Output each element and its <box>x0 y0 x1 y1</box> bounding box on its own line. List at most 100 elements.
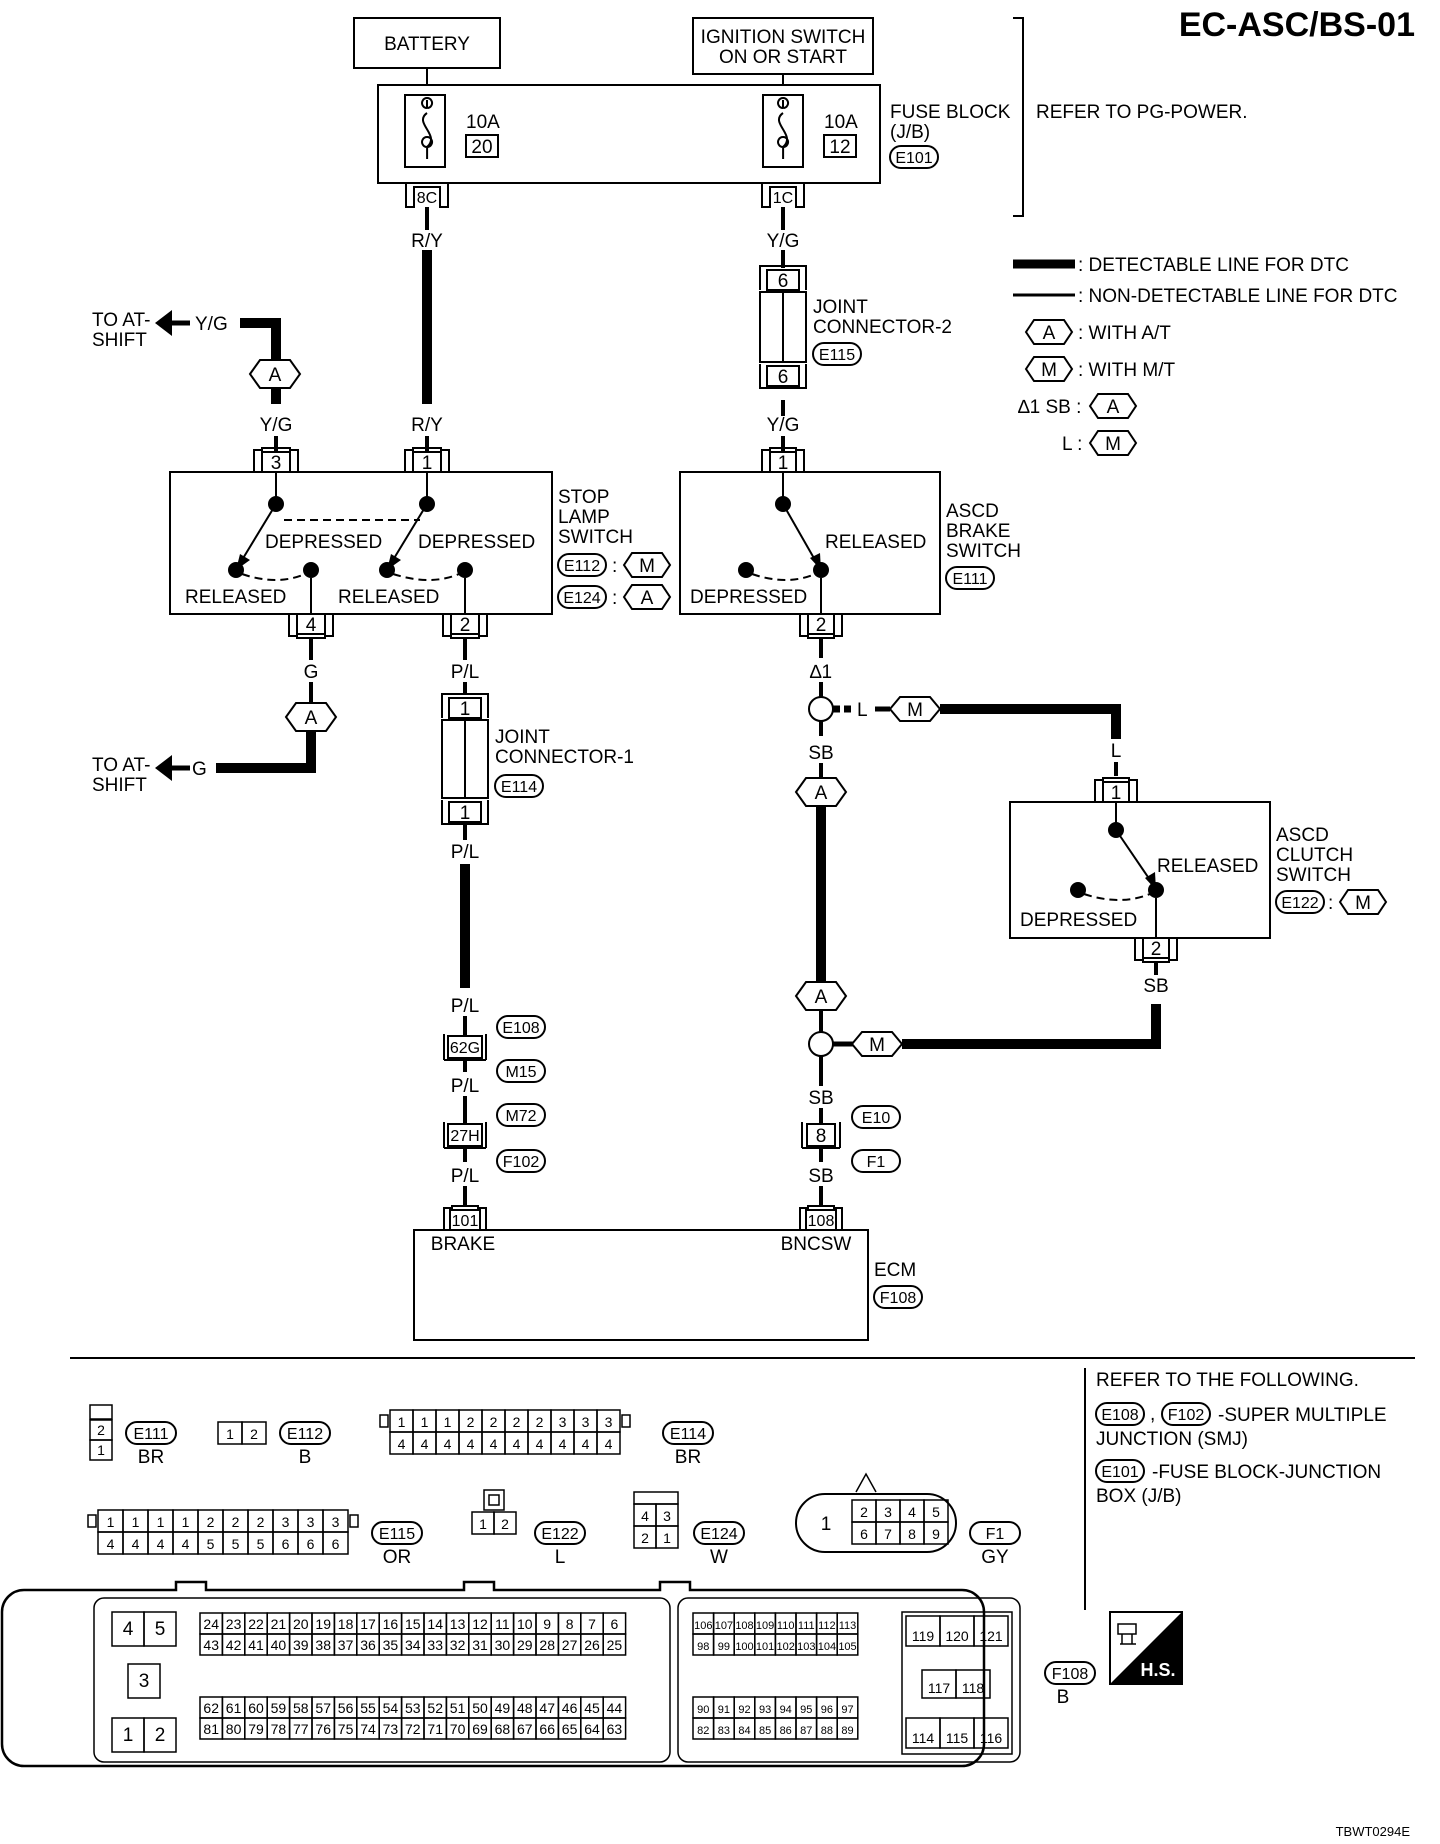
e115-cell: 5 <box>207 1536 215 1552</box>
e114-cell: 4 <box>582 1436 590 1452</box>
f108-cell: 74 <box>360 1721 376 1737</box>
f108-cell: 10 <box>517 1616 533 1632</box>
joint-connector-2-code: E115 <box>819 347 855 364</box>
e115-cell: 4 <box>107 1536 115 1552</box>
ecm-pin-101: 101 <box>452 1213 479 1230</box>
f108-cell: 16 <box>383 1616 399 1632</box>
f108-cell: 105 <box>838 1641 856 1653</box>
ecm-pin-108: 108 <box>808 1213 835 1230</box>
e111-cell: 1 <box>97 1442 105 1458</box>
e114-cell: 2 <box>490 1414 498 1430</box>
smj-pin-62g: 62G <box>450 1040 480 1057</box>
f108-cell: 38 <box>315 1637 331 1653</box>
e122-name: E122 <box>541 1526 578 1543</box>
fuse-right-symbol <box>777 97 790 159</box>
e124-cell: 1 <box>663 1530 671 1546</box>
f108-cell: 94 <box>780 1704 792 1716</box>
ascd-clutch-connector: E122 <box>1281 895 1318 912</box>
f108-cell: 49 <box>495 1700 511 1716</box>
e115-cell: 2 <box>232 1514 240 1530</box>
legend-with-mt: : WITH M/T <box>1078 360 1175 381</box>
svg-text:1: 1 <box>460 803 471 824</box>
f108-cell: 101 <box>756 1641 774 1653</box>
wire-label-g-left: G <box>192 759 207 780</box>
e115-color: OR <box>383 1547 412 1568</box>
joint-connector-1-label-1: JOINT <box>495 727 550 748</box>
ecm-box <box>413 1229 869 1341</box>
e114-cell: 1 <box>444 1414 452 1430</box>
svg-text:1: 1 <box>422 453 433 474</box>
f108-cell: 26 <box>584 1637 600 1653</box>
refer-jb-text: -FUSE BLOCK-JUNCTION <box>1152 1462 1381 1483</box>
stop-lamp-conn-at: E124 <box>563 590 600 607</box>
code-a-mid-1 <box>794 777 848 807</box>
f108-cell: 88 <box>821 1725 833 1737</box>
e112-color: B <box>299 1447 312 1468</box>
f108-cell: 32 <box>450 1637 466 1653</box>
f108-cell: 111 <box>798 1620 815 1632</box>
e112-cell: 2 <box>250 1426 258 1442</box>
e115-cell: 6 <box>307 1536 315 1552</box>
wire-label-sb-3: SB <box>808 1166 833 1187</box>
ascd-brake-label-1: ASCD <box>946 501 999 522</box>
f108-cell: 3 <box>139 1671 150 1692</box>
f108-cell: 27 <box>562 1637 578 1653</box>
fuse-left-amp: 10A <box>466 112 500 133</box>
arrow-to-at-shift-top <box>155 310 172 336</box>
svg-text:E108: E108 <box>1101 1407 1138 1424</box>
ecm-connector: F108 <box>880 1290 917 1307</box>
f108-cell: 52 <box>427 1700 443 1716</box>
svg-text:M: M <box>1041 360 1057 381</box>
fuse-block-connector: E101 <box>895 150 932 167</box>
smj-code-f102: F102 <box>503 1154 540 1171</box>
svg-text:M: M <box>639 556 655 577</box>
f108-cell: 33 <box>427 1637 443 1653</box>
svg-text::: : <box>1328 893 1333 914</box>
f108-cell: 46 <box>562 1700 578 1716</box>
e111-color: BR <box>138 1447 164 1468</box>
e115-cell: 3 <box>307 1514 315 1530</box>
figure-code: TBWT0294E <box>1336 1824 1411 1839</box>
f108-cell: 39 <box>293 1637 309 1653</box>
joint-connector-1-code: E114 <box>501 779 537 796</box>
f108-cell: 97 <box>841 1704 853 1716</box>
f108-cell: 29 <box>517 1637 533 1653</box>
e115-cell: 1 <box>107 1514 115 1530</box>
f108-cell: 109 <box>756 1620 774 1632</box>
e115-cell: 2 <box>257 1514 265 1530</box>
to-at-shift-bottom-1: TO AT- <box>92 755 150 776</box>
ascd-brake-released: RELEASED <box>825 532 926 553</box>
e114-cell: 4 <box>536 1436 544 1452</box>
e115-cell: 6 <box>332 1536 340 1552</box>
f108-cell: 47 <box>539 1700 555 1716</box>
f108-cell: 78 <box>271 1721 287 1737</box>
ecm-label: ECM <box>874 1260 916 1281</box>
f108-color: B <box>1057 1687 1070 1708</box>
f108-cell: 108 <box>735 1620 753 1632</box>
svg-text:6: 6 <box>778 271 789 292</box>
f1-cell: 1 <box>821 1514 832 1535</box>
f108-cell: 25 <box>607 1637 623 1653</box>
e114-cell: 3 <box>559 1414 567 1430</box>
e115-cell: 6 <box>282 1536 290 1552</box>
f108-cell: 87 <box>800 1725 812 1737</box>
fuse-block-box <box>377 84 881 184</box>
ascd-brake-label-3: SWITCH <box>946 541 1021 562</box>
e124-name: E124 <box>700 1526 737 1543</box>
f108-cell: 24 <box>203 1616 219 1632</box>
f108-cell: 7 <box>588 1616 596 1632</box>
splice-top <box>808 696 834 722</box>
refer-pg-power: REFER TO PG-POWER. <box>1036 102 1248 123</box>
e111-name: E111 <box>134 1426 169 1443</box>
svg-text:F102: F102 <box>1168 1407 1205 1424</box>
e114-cell: 4 <box>398 1436 406 1452</box>
f108-cell: 54 <box>383 1700 399 1716</box>
svg-text:4: 4 <box>306 615 317 636</box>
e124-cell: 4 <box>641 1508 649 1524</box>
ascd-clutch-depressed: DEPRESSED <box>1020 910 1137 931</box>
f108-cell: 17 <box>360 1616 376 1632</box>
f108-cell: 61 <box>226 1700 242 1716</box>
f108-cell: 14 <box>427 1616 443 1632</box>
f108-cell: 75 <box>338 1721 354 1737</box>
f1-cell: 2 <box>860 1504 868 1520</box>
